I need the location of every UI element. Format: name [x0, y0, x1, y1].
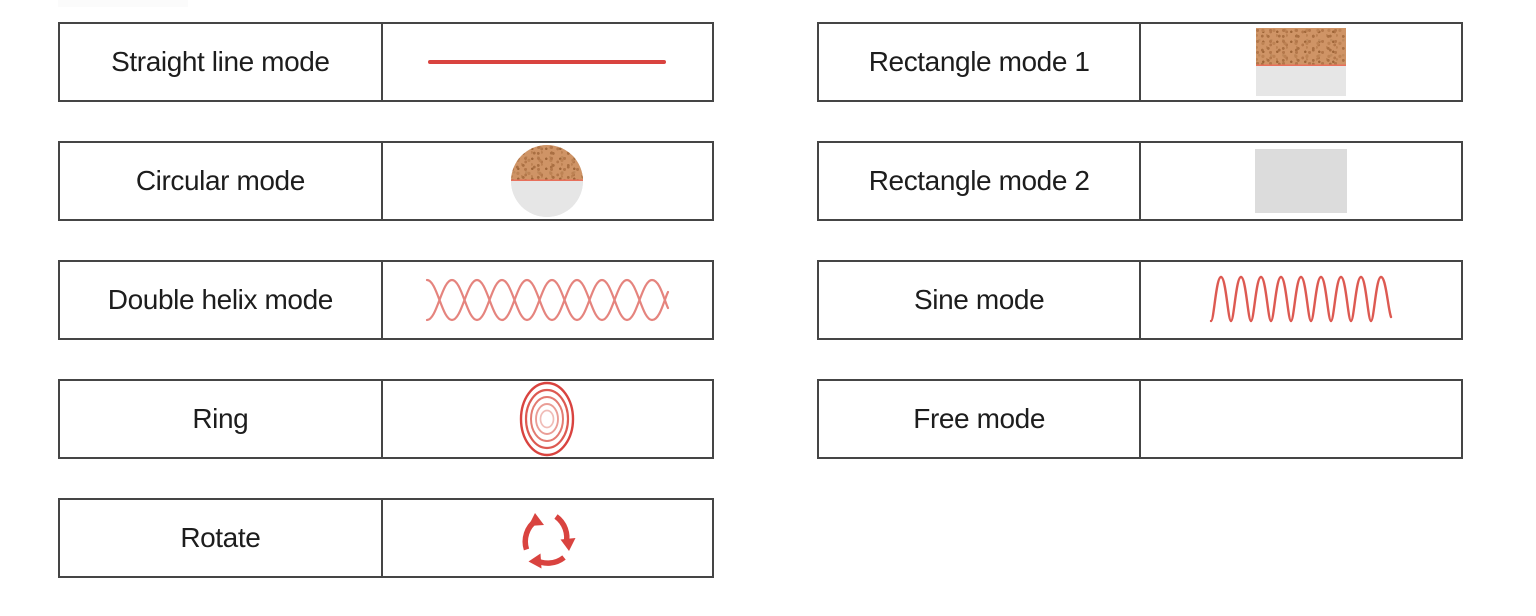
- mode-column-right: Rectangle mode 1 Rectangle mode 2 Si: [817, 22, 1463, 459]
- half-filled-circle-icon: [511, 145, 584, 217]
- mode-label-cell: Circular mode: [60, 143, 383, 219]
- straight-line-icon: [428, 60, 667, 64]
- mode-preview-cell: [383, 24, 712, 100]
- mode-label-circular: Circular mode: [135, 165, 305, 196]
- mode-row-free[interactable]: Free mode: [817, 379, 1463, 459]
- mode-label-cell: Rectangle mode 2: [819, 143, 1142, 219]
- mode-preview-cell: [1141, 262, 1461, 338]
- mode-row-sine[interactable]: Sine mode: [817, 260, 1463, 340]
- cork-texture-top: [511, 145, 584, 181]
- plain-rectangle-icon: [1255, 149, 1348, 213]
- rotate-arrows-icon: [522, 513, 576, 569]
- mode-row-circular[interactable]: Circular mode: [58, 141, 714, 221]
- cropped-top-band: [58, 0, 188, 7]
- concentric-rings-icon: [520, 381, 575, 457]
- mode-preview-cell: [1141, 143, 1461, 219]
- mode-label-double-helix: Double helix mode: [107, 284, 334, 315]
- empty-preview-placeholder: [1296, 414, 1306, 424]
- mode-label-ring: Ring: [192, 403, 249, 434]
- mode-label-rectangle-1: Rectangle mode 1: [868, 46, 1090, 77]
- double-helix-wave-icon: [426, 278, 670, 322]
- cork-texture-top: [1256, 28, 1347, 67]
- mode-row-rectangle-1[interactable]: Rectangle mode 1: [817, 22, 1463, 102]
- mode-label-cell: Double helix mode: [60, 262, 383, 338]
- mode-label-cell: Rotate: [60, 500, 383, 576]
- gray-fill-bottom: [511, 181, 584, 217]
- gray-fill-bottom: [1256, 66, 1347, 96]
- mode-label-cell: Sine mode: [819, 262, 1142, 338]
- mode-row-double-helix[interactable]: Double helix mode: [58, 260, 714, 340]
- mode-label-cell: Free mode: [819, 381, 1142, 457]
- mode-label-straight-line: Straight line mode: [111, 46, 330, 77]
- mode-row-rotate[interactable]: Rotate: [58, 498, 714, 578]
- mode-label-sine: Sine mode: [914, 284, 1045, 315]
- mode-label-rotate: Rotate: [180, 522, 261, 553]
- mode-label-free: Free mode: [913, 403, 1046, 434]
- mode-preview-cell: [383, 262, 712, 338]
- mode-label-cell: Rectangle mode 1: [819, 24, 1142, 100]
- mode-row-straight-line[interactable]: Straight line mode: [58, 22, 714, 102]
- mode-label-rectangle-2: Rectangle mode 2: [868, 165, 1090, 196]
- red-divider-line: [1256, 64, 1347, 68]
- mode-row-rectangle-2[interactable]: Rectangle mode 2: [817, 141, 1463, 221]
- mode-preview-cell: [383, 381, 712, 457]
- sine-wave-icon: [1209, 275, 1393, 323]
- mode-label-cell: Straight line mode: [60, 24, 383, 100]
- mode-preview-cell: [1141, 381, 1461, 457]
- half-filled-rectangle-icon: [1256, 28, 1347, 96]
- mode-label-cell: Ring: [60, 381, 383, 457]
- mode-row-ring[interactable]: Ring: [58, 379, 714, 459]
- mode-preview-cell: [383, 500, 712, 576]
- mode-preview-cell: [383, 143, 712, 219]
- mode-preview-cell: [1141, 24, 1461, 100]
- mode-column-left: Straight line mode Circular mode Dou: [58, 22, 714, 578]
